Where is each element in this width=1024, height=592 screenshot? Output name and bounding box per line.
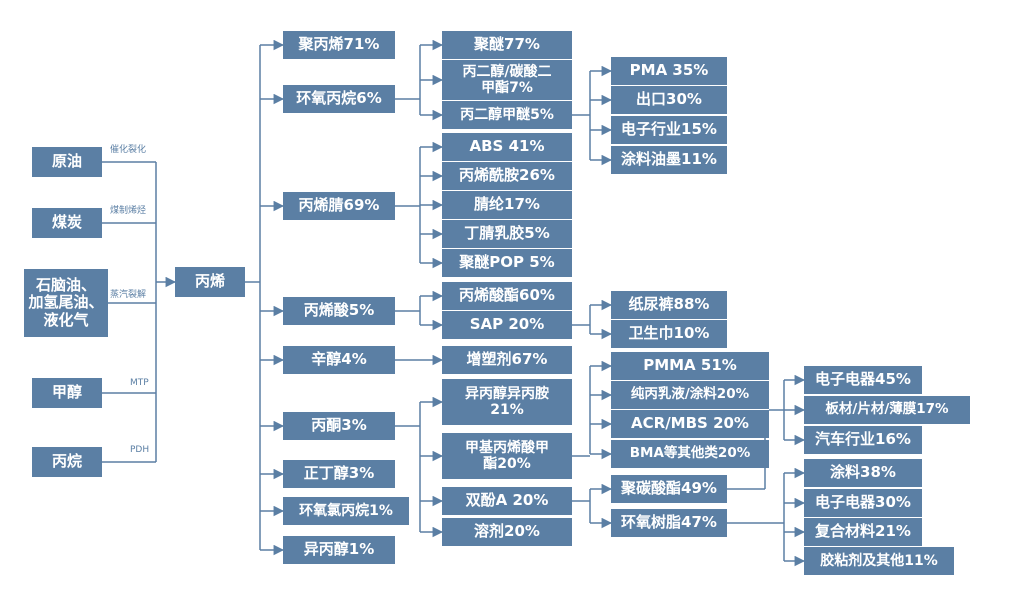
polycarbonate: 聚碳酸酯49% bbox=[611, 475, 727, 503]
sheets-films: 板材/片材/薄膜17% bbox=[804, 396, 970, 424]
propylene-glycol-methyl-ether: 丙二醇甲醚5% bbox=[442, 101, 572, 129]
process-label-steam-cracking: 蒸汽裂解 bbox=[110, 290, 147, 300]
acetone: 丙酮3% bbox=[283, 412, 395, 440]
propylene-oxide: 环氧丙烷6% bbox=[283, 85, 395, 113]
n-butanol: 正丁醇3% bbox=[283, 460, 395, 488]
acrylonitrile: 丙烯腈69% bbox=[283, 192, 395, 220]
plasticizer: 增塑剂67% bbox=[442, 346, 572, 374]
acrylic-fiber: 腈纶17% bbox=[442, 191, 572, 219]
polyether-pop: 聚醚POP 5% bbox=[442, 249, 572, 277]
epichlorohydrin: 环氧氯丙烷1% bbox=[283, 497, 409, 525]
bisphenol-a: 双酚A 20% bbox=[442, 487, 572, 515]
pma: PMA 35% bbox=[611, 57, 727, 85]
bma-others: BMA等其他类20% bbox=[611, 440, 769, 468]
source-methanol: 甲醇 bbox=[32, 378, 102, 408]
epoxy-resin: 环氧树脂47% bbox=[611, 509, 727, 537]
acr-mbs: ACR/MBS 20% bbox=[611, 410, 769, 438]
composite-materials: 复合材料21% bbox=[804, 518, 922, 546]
export: 出口30% bbox=[611, 86, 727, 114]
process-label-pdh: PDH bbox=[130, 445, 150, 455]
adhesives-others: 胶粘剂及其他11% bbox=[804, 547, 954, 575]
automotive-industry: 汽车行业16% bbox=[804, 426, 922, 454]
source-naphtha: 石脑油、 加氢尾油、 液化气 bbox=[24, 269, 108, 337]
acrylic-acid: 丙烯酸5% bbox=[283, 297, 395, 325]
methyl-methacrylate: 甲基丙烯酸甲 酯20% bbox=[442, 433, 572, 479]
isopropanol-isopropylamine: 异丙醇异丙胺 21% bbox=[442, 379, 572, 425]
isopropanol: 异丙醇1% bbox=[283, 536, 395, 564]
process-label-catalytic-cracking: 催化裂化 bbox=[110, 145, 147, 155]
process-label-coal-to-olefins: 煤制烯烃 bbox=[110, 206, 147, 216]
pure-acrylic-emulsion: 纯丙乳液/涂料20% bbox=[611, 381, 769, 409]
propylene-center: 丙烯 bbox=[175, 267, 245, 297]
pmma: PMMA 51% bbox=[611, 352, 769, 380]
polypropylene: 聚丙烯71% bbox=[283, 31, 395, 59]
polyether: 聚醚77% bbox=[442, 31, 572, 59]
electronics-industry: 电子行业15% bbox=[611, 116, 727, 144]
source-propane: 丙烷 bbox=[32, 447, 102, 477]
electrical-appliances-2: 电子电器30% bbox=[804, 489, 922, 517]
solvent: 溶剂20% bbox=[442, 518, 572, 546]
acrylate: 丙烯酸酯60% bbox=[442, 282, 572, 310]
octanol: 辛醇4% bbox=[283, 346, 395, 374]
electrical-appliances: 电子电器45% bbox=[804, 366, 922, 394]
coatings-inks: 涂料油墨11% bbox=[611, 146, 727, 174]
acrylamide: 丙烯酰胺26% bbox=[442, 162, 572, 190]
propylene-glycol-dmc: 丙二醇/碳酸二 甲酯7% bbox=[442, 60, 572, 100]
nitrile-latex: 丁腈乳胶5% bbox=[442, 220, 572, 248]
coatings: 涂料38% bbox=[804, 459, 922, 487]
process-label-mtp: MTP bbox=[130, 378, 149, 388]
diapers: 纸尿裤88% bbox=[611, 291, 727, 319]
source-crude-oil: 原油 bbox=[32, 147, 102, 177]
sanitary-napkins: 卫生巾10% bbox=[611, 320, 727, 348]
source-coal: 煤炭 bbox=[32, 208, 102, 238]
abs: ABS 41% bbox=[442, 133, 572, 161]
sap: SAP 20% bbox=[442, 311, 572, 339]
